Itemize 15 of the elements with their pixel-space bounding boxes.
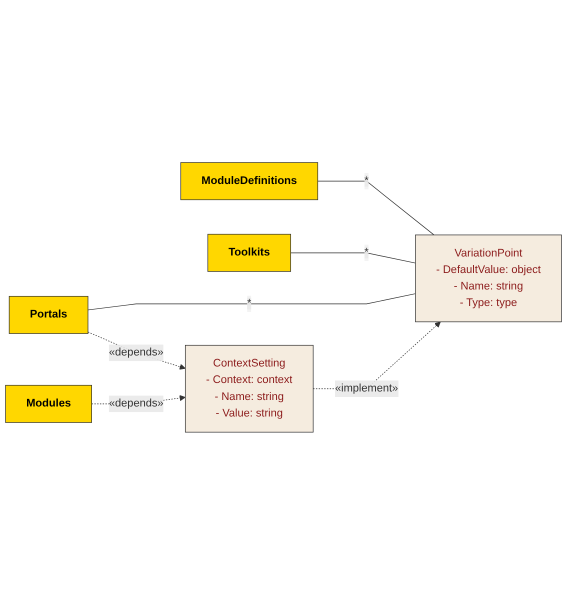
edge-label: * <box>364 246 369 259</box>
edge-label: * <box>364 175 369 187</box>
connector <box>290 252 416 264</box>
node-box: Modules <box>5 385 92 424</box>
edge-label: «depends» <box>108 398 164 410</box>
node-box: ModuleDefinitions <box>180 162 318 200</box>
node-box: ContextSetting - Context: context - Name: string - Value: string <box>184 345 314 433</box>
edge-label: «depends» <box>108 346 164 359</box>
edge-label: «implement» <box>334 382 398 394</box>
node-box: Toolkits <box>207 234 292 272</box>
arrow <box>88 332 186 370</box>
edge-label: * <box>247 298 252 310</box>
connector <box>317 180 434 236</box>
node-box: VariationPoint - DefaultValue: object - Name: string - Type: type <box>415 234 562 322</box>
node-box: Portals <box>8 296 88 334</box>
